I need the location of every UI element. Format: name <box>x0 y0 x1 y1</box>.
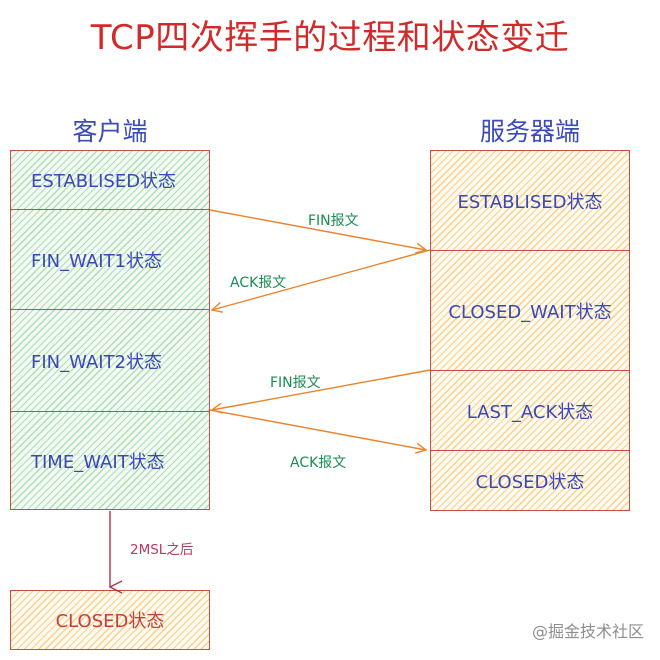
fin-arrow-1 <box>209 209 426 250</box>
fin-arrow-2 <box>212 369 431 410</box>
watermark: @掘金技术社区 <box>531 622 644 641</box>
client-state-fin-wait2: FIN_WAIT2状态 <box>10 309 210 412</box>
client-state-established: ESTABLISED状态 <box>10 150 210 210</box>
server-state-closed-wait: CLOSED_WAIT状态 <box>430 250 630 371</box>
client-final-label: CLOSED状态 <box>55 611 165 632</box>
server-state-label: LAST_ACK状态 <box>466 401 594 423</box>
ack-arrow-2 <box>209 409 426 450</box>
client-state-label: TIME_WAIT状态 <box>31 451 165 473</box>
client-final-closed: CLOSED状态 <box>10 590 210 650</box>
client-state-fin-wait1: FIN_WAIT1状态 <box>10 209 210 310</box>
server-state-established: ESTABLISED状态 <box>430 150 630 251</box>
message-label-fin-1: FIN报文 <box>308 213 359 229</box>
message-label-ack-1: ACK报文 <box>230 275 287 291</box>
server-title: 服务器端 <box>479 117 580 146</box>
diagram-title: TCP四次挥手的过程和状态变迁 <box>90 18 570 58</box>
server-state-label: CLOSED_WAIT状态 <box>448 301 612 323</box>
server-state-last-ack: LAST_ACK状态 <box>430 370 630 451</box>
ack-arrow-1 <box>212 249 431 310</box>
client-title: 客户端 <box>72 117 148 146</box>
message-label-ack-2: ACK报文 <box>290 455 347 471</box>
client-state-time-wait: TIME_WAIT状态 <box>10 411 210 510</box>
message-label-fin-2: FIN报文 <box>270 375 321 391</box>
server-state-closed: CLOSED状态 <box>430 450 630 511</box>
server-state-label: ESTABLISED状态 <box>457 191 603 213</box>
client-state-label: FIN_WAIT2状态 <box>31 351 163 373</box>
transition-label: 2MSL之后 <box>130 542 194 558</box>
client-state-label: ESTABLISED状态 <box>31 171 177 192</box>
client-state-label: FIN_WAIT1状态 <box>31 250 163 272</box>
server-state-label: CLOSED状态 <box>475 471 585 493</box>
